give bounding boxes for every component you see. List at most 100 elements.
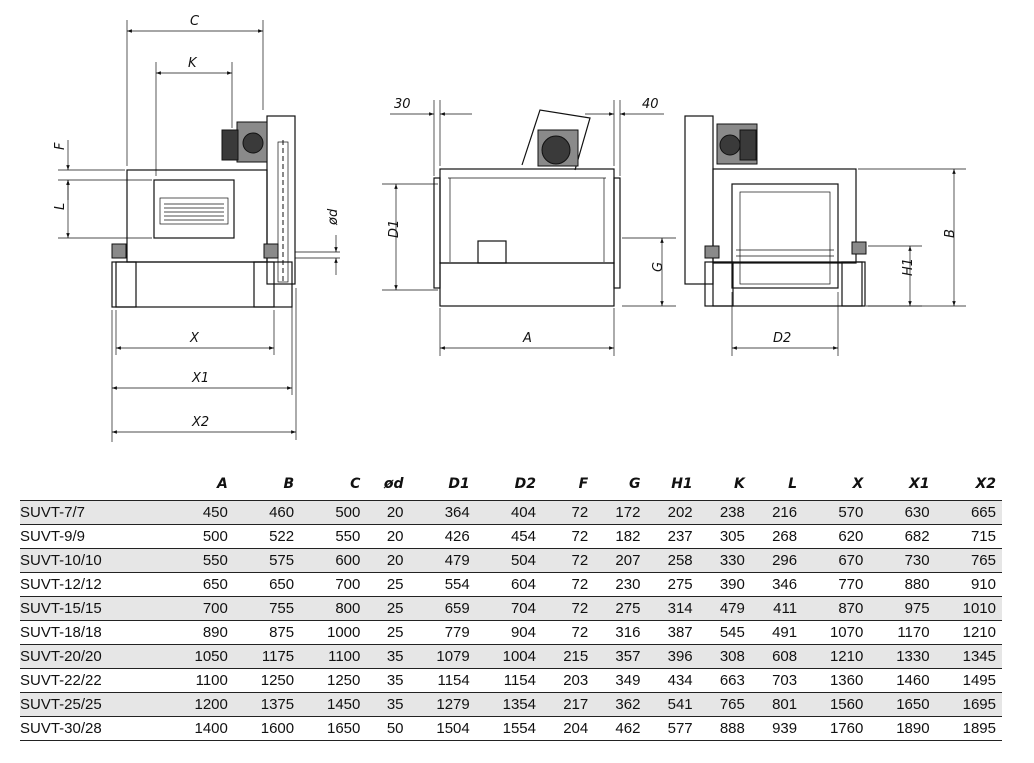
table-cell: 1650 <box>300 716 367 741</box>
table-cell: 1460 <box>869 668 936 693</box>
table-cell: 1895 <box>935 716 1002 741</box>
table-cell: 1890 <box>869 716 936 741</box>
table-cell: 50 <box>366 716 410 741</box>
dim-label-b: B <box>943 229 958 238</box>
table-cell: 238 <box>698 500 751 525</box>
table-cell: 665 <box>935 500 1002 525</box>
model-name-cell: SUVT-25/25 <box>20 692 168 717</box>
column-header: G <box>594 472 647 501</box>
dim-label-k: K <box>188 56 198 71</box>
table-cell: 770 <box>803 572 870 597</box>
table-cell: 237 <box>646 524 699 549</box>
table-cell: 1154 <box>475 668 542 693</box>
model-name-cell: SUVT-18/18 <box>20 620 168 645</box>
model-name-cell: SUVT-22/22 <box>20 668 168 693</box>
table-cell: 890 <box>167 620 234 645</box>
model-name-cell: SUVT-9/9 <box>20 524 168 549</box>
table-cell: 25 <box>366 596 410 621</box>
column-header: D1 <box>409 472 476 501</box>
table-cell: 700 <box>300 572 367 597</box>
table-cell: 779 <box>409 620 476 645</box>
table-cell: 500 <box>300 500 367 525</box>
table-cell: 217 <box>542 692 595 717</box>
model-name-cell: SUVT-12/12 <box>20 572 168 597</box>
table-cell: 72 <box>542 524 595 549</box>
table-cell: 1330 <box>869 644 936 669</box>
column-header: X1 <box>869 472 936 501</box>
table-cell: 1560 <box>803 692 870 717</box>
table-cell: 1154 <box>409 668 476 693</box>
table-cell: 491 <box>750 620 804 645</box>
table-cell: 620 <box>803 524 870 549</box>
table-cell: 357 <box>594 644 647 669</box>
table-cell: 275 <box>646 572 699 597</box>
table-cell: 396 <box>646 644 699 669</box>
table-cell: 550 <box>167 548 234 573</box>
table-cell: 755 <box>233 596 301 621</box>
table-cell: 230 <box>594 572 647 597</box>
end-view: D2 H1 B <box>684 115 966 356</box>
table-cell: 1070 <box>803 620 870 645</box>
table-cell: 207 <box>594 548 647 573</box>
table-cell: 703 <box>750 668 804 693</box>
column-header: L <box>750 472 804 501</box>
table-cell: 577 <box>646 716 699 741</box>
table-cell: 275 <box>594 596 647 621</box>
column-header: C <box>300 472 367 501</box>
table-cell: 630 <box>869 500 936 525</box>
dim-label-h1: H1 <box>901 258 916 276</box>
table-cell: 730 <box>869 548 936 573</box>
column-header: F <box>542 472 595 501</box>
table-cell: 479 <box>409 548 476 573</box>
table-cell: 72 <box>542 620 595 645</box>
column-header: X2 <box>935 472 1002 501</box>
table-cell: 346 <box>750 572 804 597</box>
table-cell: 1504 <box>409 716 476 741</box>
table-cell: 545 <box>698 620 751 645</box>
table-cell: 35 <box>366 692 410 717</box>
table-cell: 1695 <box>935 692 1002 717</box>
table-cell: 1210 <box>935 620 1002 645</box>
table-cell: 1050 <box>167 644 234 669</box>
table-cell: 550 <box>300 524 367 549</box>
dim-label-c: C <box>190 14 200 29</box>
table-cell: 1375 <box>233 692 301 717</box>
table-cell: 1079 <box>409 644 476 669</box>
front-view: 30 40 D1 G A <box>382 97 676 356</box>
table-cell: 650 <box>167 572 234 597</box>
table-cell: 1650 <box>869 692 936 717</box>
model-name-cell: SUVT-15/15 <box>20 596 168 621</box>
dim-label-x2: X2 <box>191 415 209 430</box>
table-cell: 575 <box>233 548 301 573</box>
table-cell: 939 <box>750 716 804 741</box>
model-name-cell: SUVT-30/28 <box>20 716 168 741</box>
table-cell: 479 <box>698 596 751 621</box>
table-cell: 1200 <box>167 692 234 717</box>
table-cell: 296 <box>750 548 804 573</box>
table-cell: 663 <box>698 668 751 693</box>
dim-label-40: 40 <box>642 97 659 112</box>
model-name-cell: SUVT-20/20 <box>20 644 168 669</box>
table-cell: 880 <box>869 572 936 597</box>
table-cell: 411 <box>750 596 804 621</box>
table-cell: 1000 <box>300 620 367 645</box>
table-cell: 541 <box>646 692 699 717</box>
dim-label-od: ød <box>326 208 341 226</box>
table-cell: 608 <box>750 644 804 669</box>
column-header: ød <box>366 472 410 501</box>
dim-label-30: 30 <box>394 97 411 112</box>
table-cell: 204 <box>542 716 595 741</box>
table-cell: 1250 <box>300 668 367 693</box>
column-header: K <box>698 472 751 501</box>
table-cell: 203 <box>542 668 595 693</box>
table-cell: 1010 <box>935 596 1002 621</box>
table-cell: 870 <box>803 596 870 621</box>
table-cell: 454 <box>475 524 542 549</box>
table-cell: 650 <box>233 572 301 597</box>
